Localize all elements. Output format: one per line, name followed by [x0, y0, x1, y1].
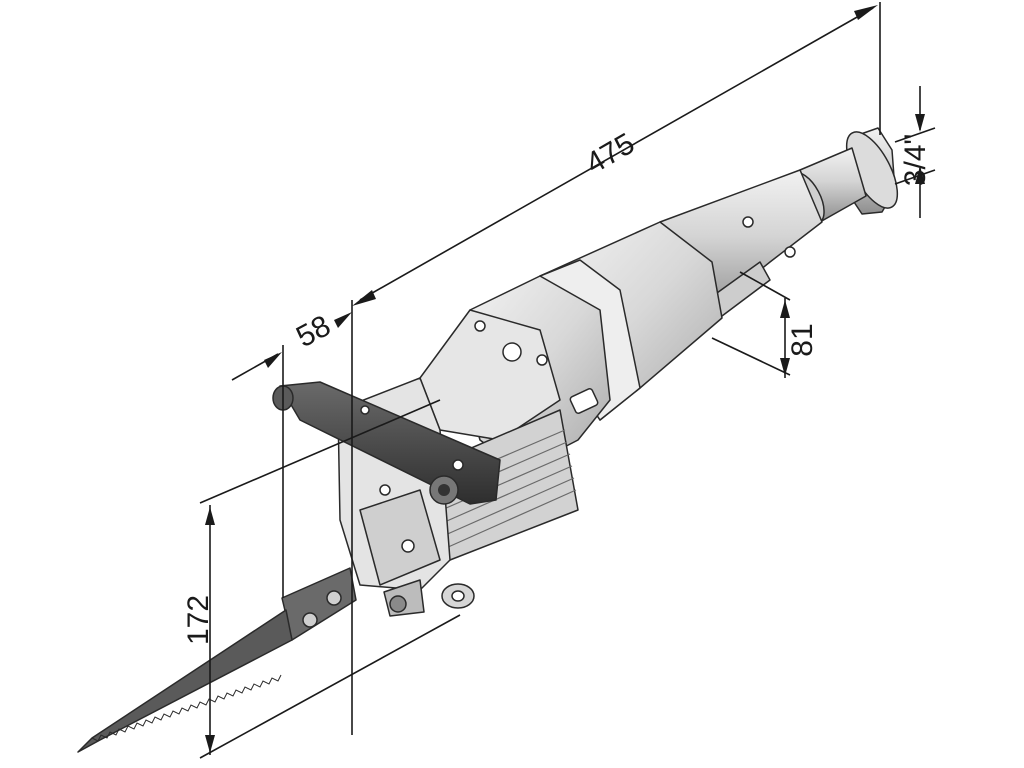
dimension-label-height: 81: [786, 323, 819, 356]
air-saw-illustration: [77, 127, 899, 753]
brand-badge-icon: [569, 388, 599, 414]
saw-blade: [77, 567, 357, 753]
dimension-label-inlet: 3/4": [899, 134, 932, 186]
dimension-lines: [199, 2, 936, 759]
dimension-label-length: 475: [580, 127, 640, 181]
side-handle: [272, 381, 501, 505]
main-body: [419, 221, 723, 561]
dimension-label-handle: 58: [291, 309, 336, 354]
dimension-label-blade: 172: [182, 595, 215, 645]
